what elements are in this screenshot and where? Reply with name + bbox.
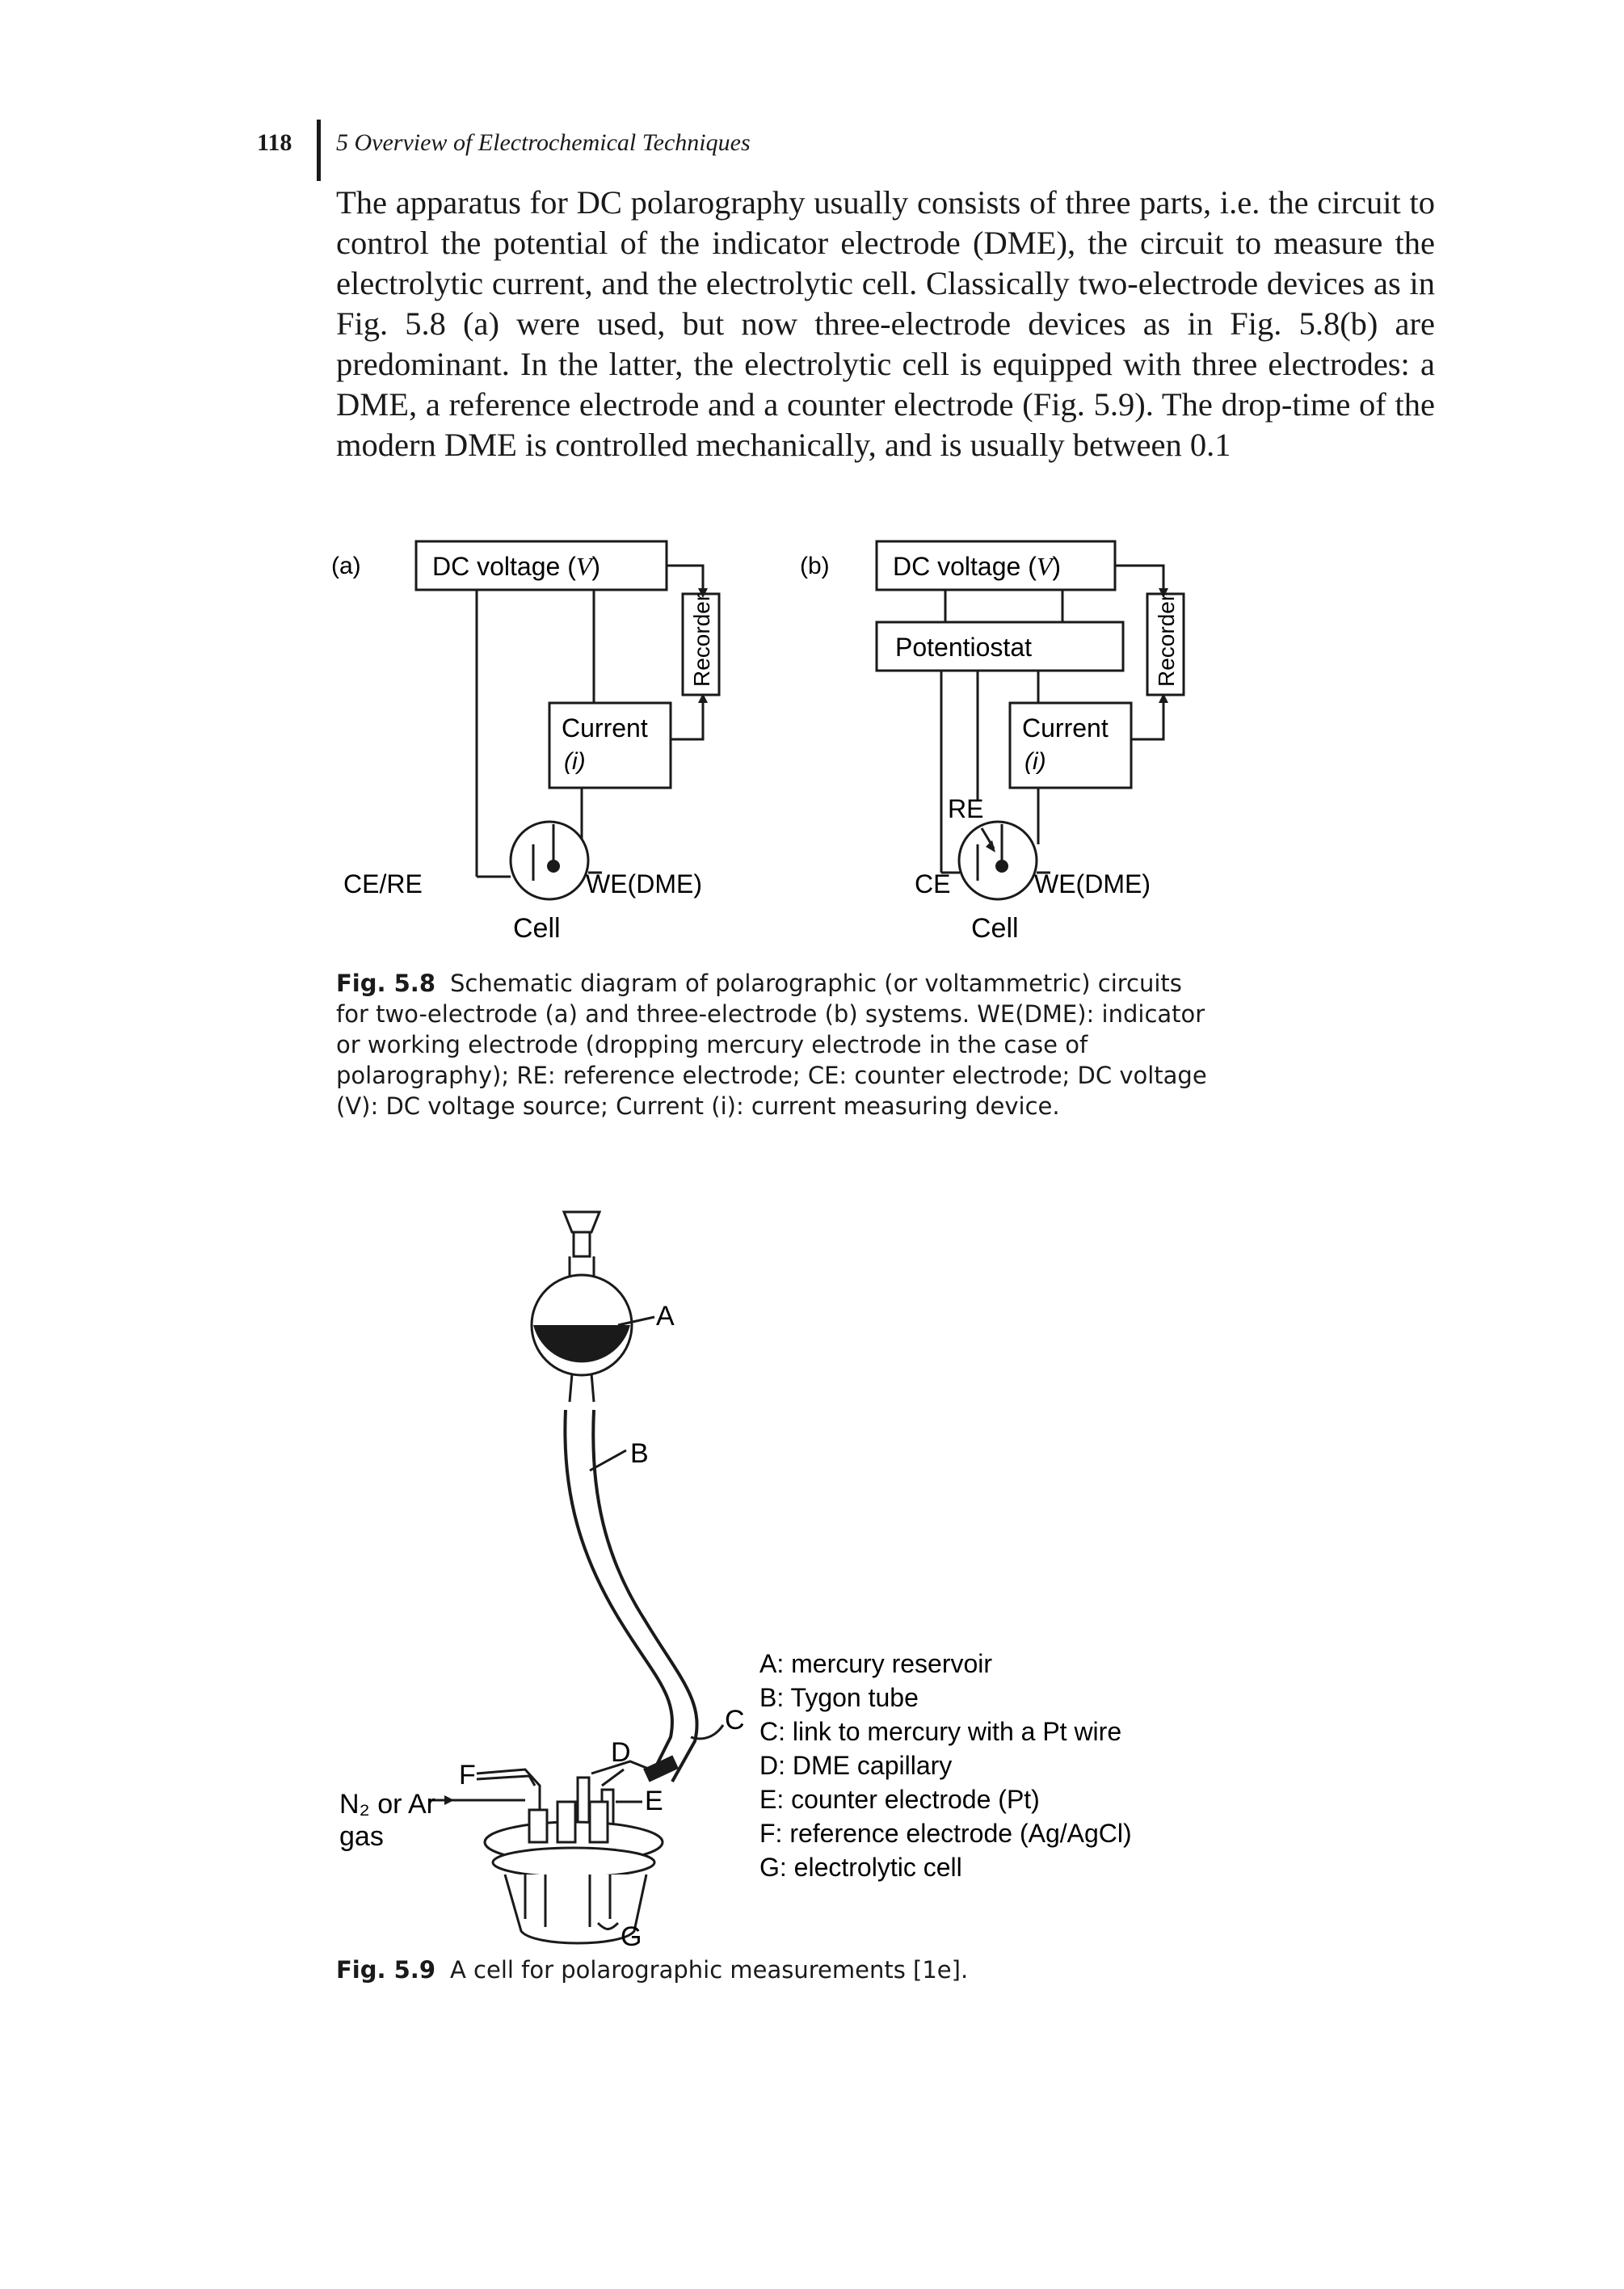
caption-label: Fig. 5.8 [336, 970, 435, 997]
recorder-label-b: Recorder [1154, 594, 1179, 687]
legend-item-d: D: DME capillary [759, 1751, 952, 1780]
legend-item-g: G: electrolytic cell [759, 1853, 962, 1882]
caption-text: Schematic diagram of polarographic (or v… [336, 970, 1207, 1120]
figure-5-9: A B C D E F G N₂ or Ar gas A: mercury re… [339, 1210, 1132, 1947]
label-G: G [621, 1921, 642, 1947]
current-box-a [548, 701, 672, 789]
ce-re-label: CE/RE [343, 869, 423, 898]
legend-item-b: B: Tygon tube [759, 1683, 919, 1712]
caption-label: Fig. 5.9 [336, 1956, 435, 1984]
figure-5-9-caption: Fig. 5.9 A cell for polarographic measure… [336, 1954, 1209, 1985]
ce-label: CE [915, 869, 950, 898]
dc-voltage-box-b [875, 540, 1117, 591]
legend-item-e: E: counter electrode (Pt) [759, 1785, 1040, 1814]
arrow-to-recorder-a [698, 588, 708, 598]
caption-text: A cell for polarographic measurements [1… [450, 1956, 969, 1984]
reference-electrode [476, 1768, 541, 1818]
we-dme-label-b: WE(DME) [1034, 869, 1151, 898]
label-A: A [656, 1301, 675, 1332]
running-head: 5 Overview of Electrochemical Techniques [336, 129, 751, 156]
current-sub-label-a: (i) [564, 748, 586, 775]
tygon-tube [563, 1409, 674, 1778]
arrow-to-recorder-b [1159, 588, 1168, 598]
dc-voltage-label-a: DC voltage (V) [432, 552, 600, 581]
gas-label: N₂ or Ar [339, 1789, 435, 1820]
legend-item-f: F: reference electrode (Ag/AgCl) [759, 1819, 1132, 1848]
label-C: C [725, 1705, 745, 1736]
tube-clamp [643, 1755, 679, 1782]
legend-item-c: C: link to mercury with a Pt wire [759, 1717, 1121, 1746]
re-label: RE [948, 794, 983, 823]
cell-label-b: Cell [971, 913, 1019, 944]
legend-item-a: A: mercury reservoir [759, 1649, 992, 1678]
cell-b [957, 820, 1038, 901]
panel-b-tag: (b) [800, 553, 830, 579]
re-arrow-b [986, 840, 995, 852]
arrow-from-current-a [698, 693, 708, 703]
arrow-from-current-b [1159, 693, 1168, 703]
stopper [562, 1210, 602, 1234]
mercury-fill [533, 1325, 630, 1363]
label-D: D [611, 1737, 631, 1768]
we-dme-label-a: WE(DME) [586, 869, 702, 898]
gas-label-2: gas [339, 1821, 384, 1852]
panel-a-tag: (a) [331, 553, 361, 579]
current-label-b: Current [1022, 713, 1109, 743]
potentiostat-box-b [875, 621, 1125, 672]
label-F: F [459, 1760, 476, 1790]
label-B: B [630, 1438, 649, 1469]
dc-voltage-label-b: DC voltage (V) [893, 552, 1061, 581]
cell-a [509, 820, 590, 901]
gas-arrow [444, 1795, 454, 1805]
dc-voltage-box-a [414, 540, 668, 591]
current-sub-label-b: (i) [1024, 748, 1046, 775]
header-rule [317, 120, 321, 181]
figure-5-9-legend: A: mercury reservoir B: Tygon tube C: li… [759, 1649, 1132, 1882]
recorder-box-a [681, 592, 721, 696]
potentiostat-label: Potentiostat [895, 633, 1032, 662]
page-number: 118 [257, 129, 292, 156]
cell-label-a: Cell [513, 913, 561, 944]
mercury-drop-a [547, 860, 560, 873]
recorder-label-a: Recorder [689, 594, 714, 687]
current-label-a: Current [562, 713, 648, 743]
body-paragraph: The apparatus for DC polarography usuall… [336, 184, 1435, 463]
current-box-b [1008, 701, 1133, 789]
figure-5-8: (a) DC voltage (V) Recorder Current (i) … [331, 540, 1185, 944]
label-E: E [645, 1786, 663, 1816]
mercury-drop-b [995, 860, 1008, 873]
